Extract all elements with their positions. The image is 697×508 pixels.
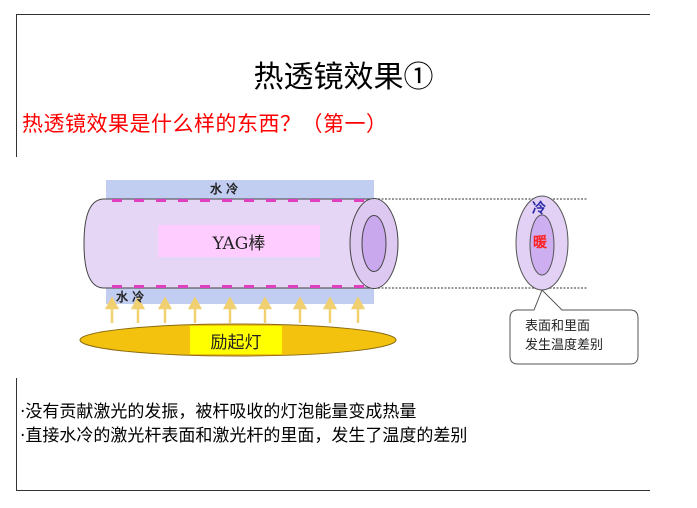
absorption-marks-bottom: [112, 285, 364, 288]
frame-bottom-line: [16, 490, 650, 491]
water-cooling-top-label: 水 冷: [210, 182, 239, 196]
rod-label-bg: [158, 225, 320, 257]
callout-line-1: 表面和里面: [525, 319, 591, 334]
water-cooling-bottom-label: 水 冷: [116, 290, 145, 304]
frame-left-line-top: [16, 14, 17, 157]
frame-left-line-bottom: [16, 378, 17, 490]
pump-lamp-label: 励起灯: [210, 333, 262, 353]
cross-section-inner: [529, 214, 555, 276]
bullet-list: ·没有贡献激光的发振，被杆吸收的灯泡能量变成热量 ·直接水冷的激光杆表面和激光杆…: [20, 400, 467, 448]
slide-title: 热透镜效果①: [0, 52, 697, 96]
slide-title-text: 热透镜效果①: [253, 60, 434, 95]
callout-bubble: [509, 289, 639, 365]
yag-rod-end-inner: [361, 215, 387, 272]
cross-section-warm-label: 暖: [533, 235, 547, 251]
cross-section-cold-label: 冷: [532, 201, 546, 217]
bullet-item: ·直接水冷的激光杆表面和激光杆的里面，发生了温度的差别: [20, 426, 468, 446]
callout-line-2: 发生温度差别: [525, 338, 604, 353]
frame-top-line: [16, 14, 650, 15]
lamp-label-bg: [190, 326, 282, 354]
water-cooling-bottom-band: [106, 286, 374, 304]
pump-light-arrows: [104, 296, 366, 323]
water-cooling-top-band: [106, 180, 374, 200]
yag-rod-label: YAG棒: [212, 234, 266, 254]
bullet-item: ·没有贡献激光的发振，被杆吸收的灯泡能量变成热量: [20, 402, 417, 422]
absorption-marks-top: [112, 199, 364, 202]
slide-subtitle: 热透镜效果是什么样的东西？（第一）: [22, 112, 388, 136]
callout-text: 表面和里面 发生温度差别: [525, 317, 603, 355]
